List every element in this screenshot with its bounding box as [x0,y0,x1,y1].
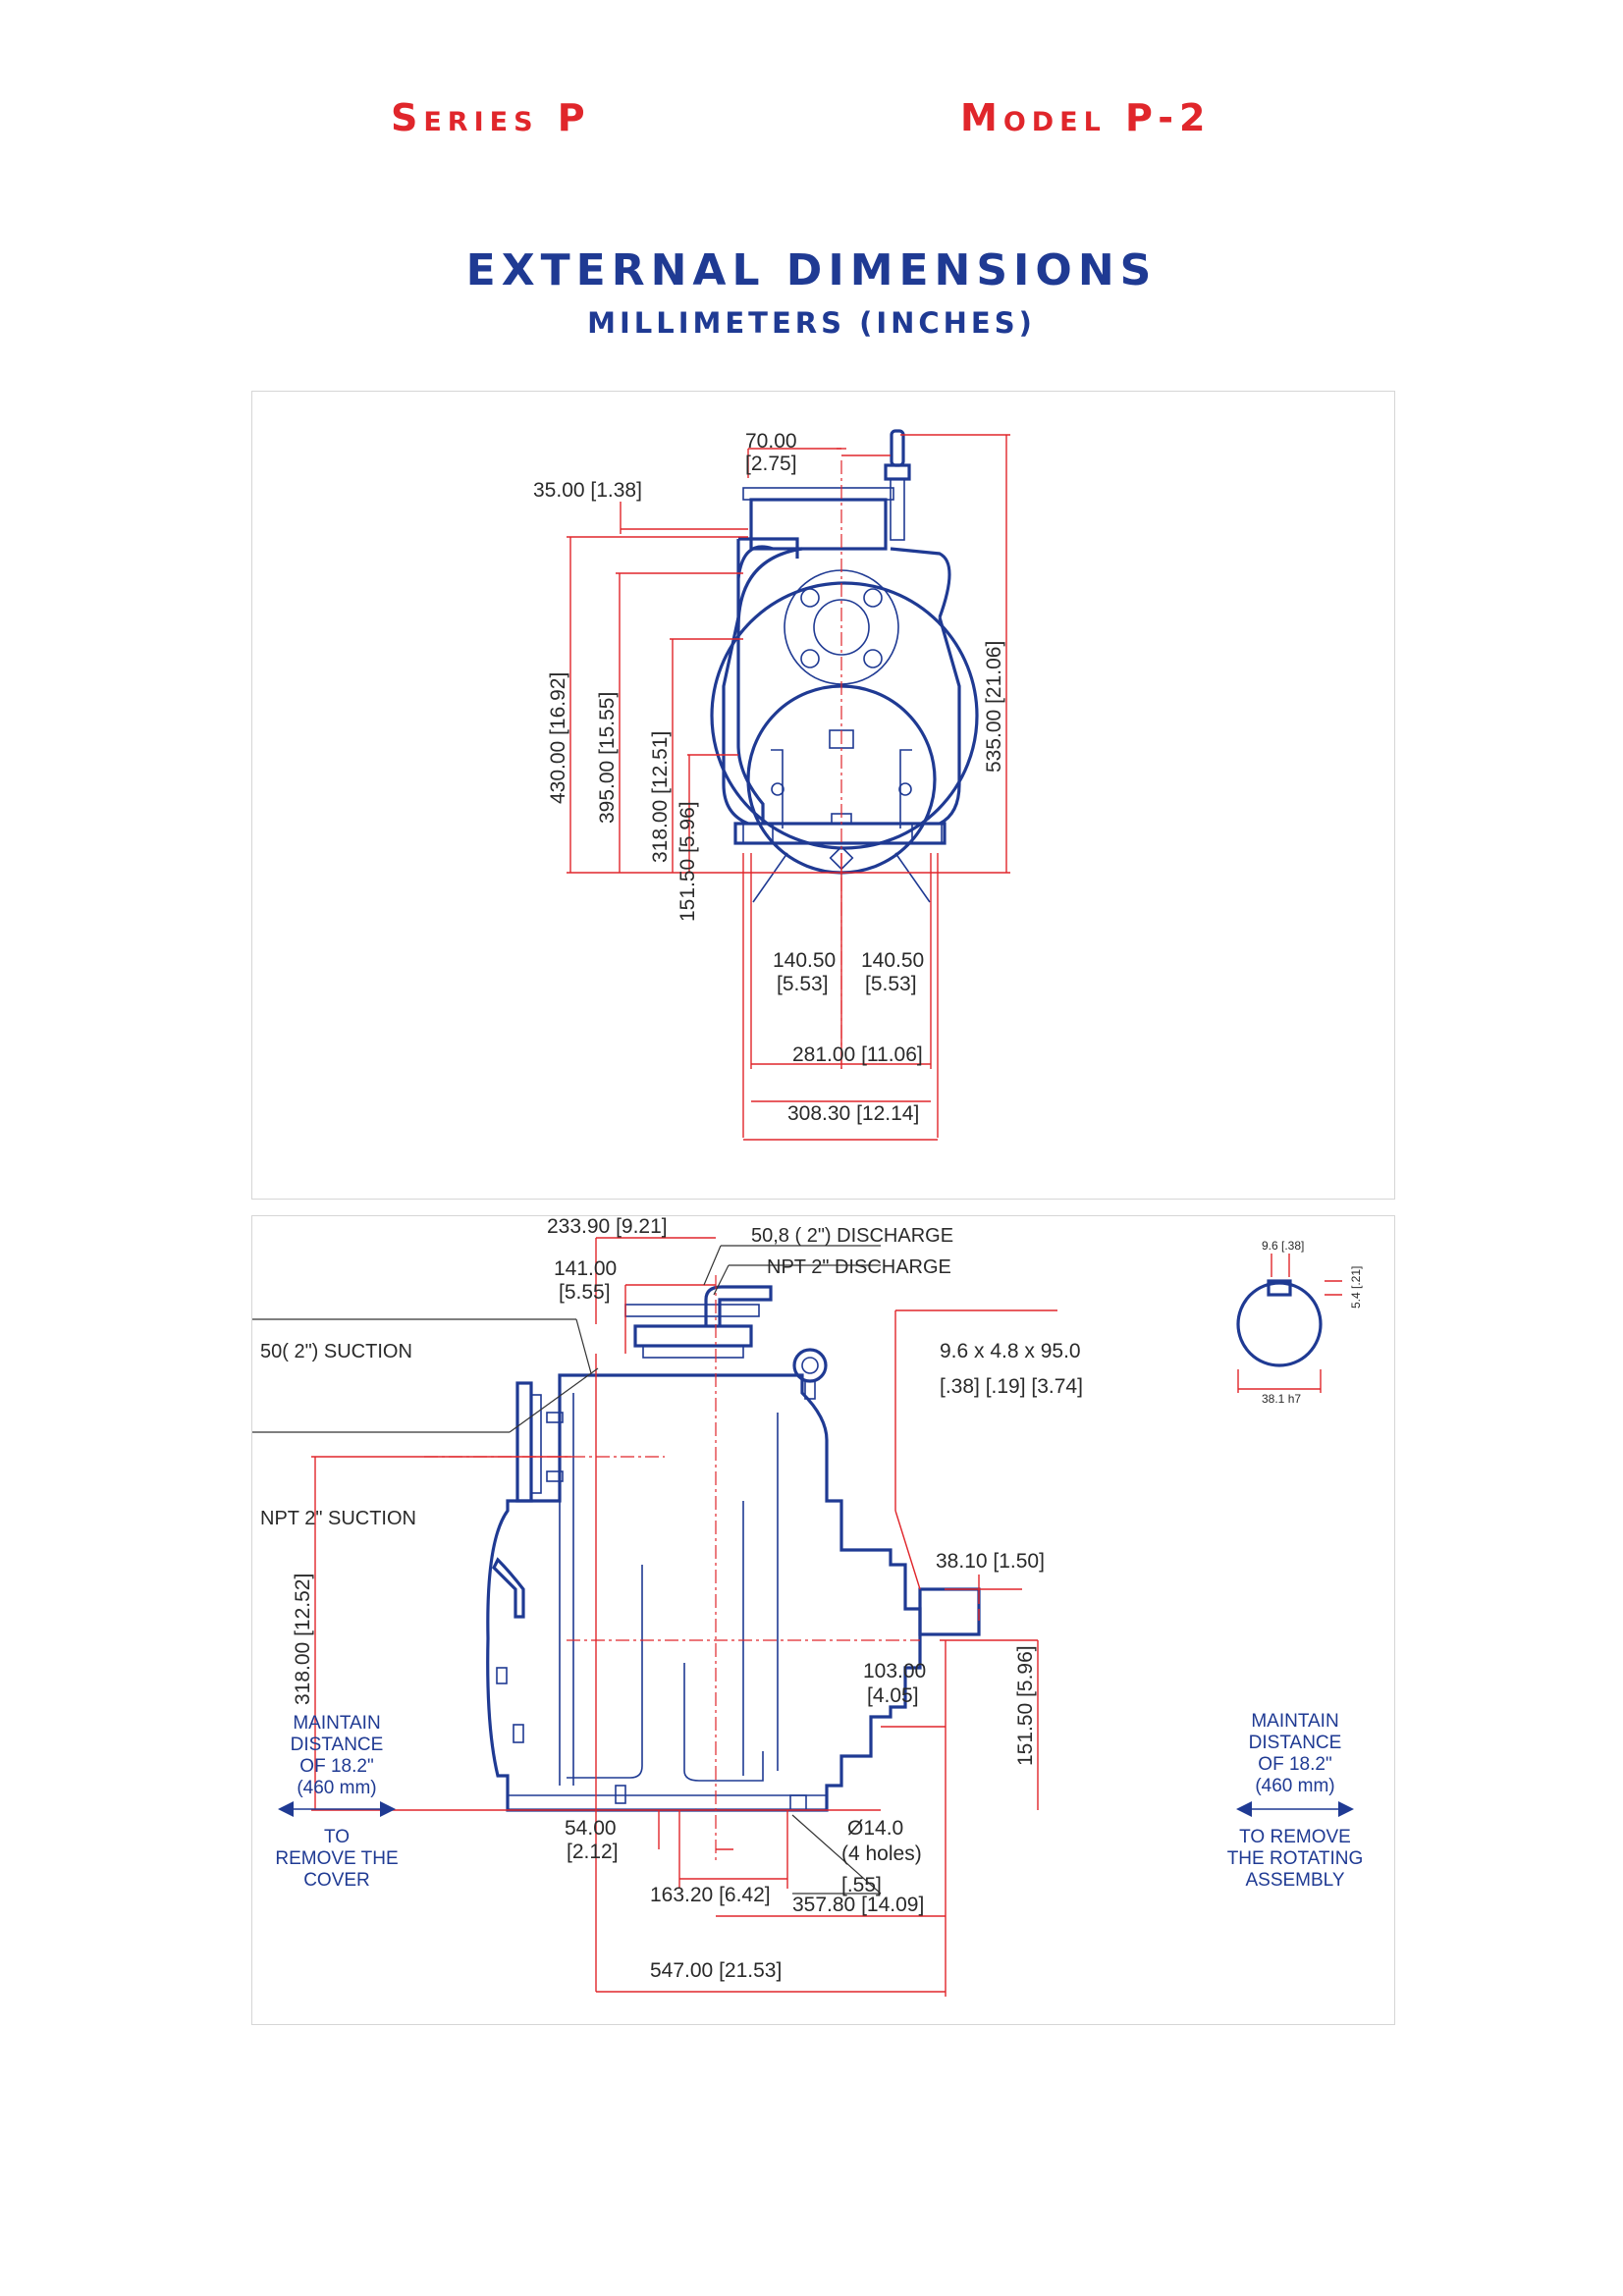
dim-151-side: 151.50 [5.96] [1014,1645,1037,1766]
dim-357: 357.80 [14.09] [792,1894,924,1916]
dim-70-in: [2.75] [745,453,797,475]
left-arrow-icon [278,1801,396,1817]
svg-text:DISTANCE: DISTANCE [291,1735,384,1755]
dim-395: 395.00 [15.55] [596,692,619,824]
svg-text:(460 mm): (460 mm) [1255,1776,1334,1796]
pump-front-outline [710,429,979,903]
shaft-diameter: 38.1 h7 [1262,1392,1301,1406]
dim-281: 281.00 [11.06] [792,1043,923,1066]
dim-35: 35.00 [1.38] [533,479,642,502]
front-view-drawing: 70.00 [2.75] 35.00 [1.38] 430.00 [16.92]… [533,429,1010,1141]
svg-text:(460 mm): (460 mm) [297,1778,376,1798]
svg-text:OF 18.2": OF 18.2" [1258,1754,1331,1775]
dim-141-in: [5.55] [559,1281,611,1304]
dim-547: 547.00 [21.53] [650,1959,782,1982]
shaft-key-width: 9.6 [.38] [1262,1239,1304,1253]
svg-text:TO REMOVE: TO REMOVE [1239,1827,1351,1847]
page-subtitle: MILLIMETERS (INCHES) [587,306,1036,340]
svg-text:OF 18.2": OF 18.2" [299,1756,373,1777]
dim-70: 70.00 [745,430,797,453]
dim-54: 54.00 [565,1817,617,1840]
front-dimension-lines [567,434,1010,1141]
right-maintenance-note: MAINTAIN DISTANCE OF 18.2" (460 mm) TO R… [1227,1711,1364,1891]
series-title: Series P [391,96,591,139]
dim-key: 9.6 x 4.8 x 95.0 [940,1340,1081,1362]
dim-key-in: [.38] [.19] [3.74] [940,1375,1083,1398]
svg-text:MAINTAIN: MAINTAIN [293,1713,380,1734]
shaft-key-height: 5.4 [.21] [1349,1266,1363,1308]
dim-hole: Ø14.0 [847,1817,903,1840]
dim-hole-in: [.55] [841,1874,882,1896]
leader-lines [252,1245,882,1895]
svg-text:ASSEMBLY: ASSEMBLY [1245,1870,1344,1891]
dim-140-right-in: [5.53] [865,973,917,995]
front-view-panel: 70.00 [2.75] 35.00 [1.38] 430.00 [16.92]… [251,391,1395,1200]
page-title: EXTERNAL DIMENSIONS [465,245,1158,295]
dim-140-left-in: [5.53] [777,973,829,995]
dim-hole-count: (4 holes) [841,1842,922,1865]
dim-38: 38.10 [1.50] [936,1550,1045,1573]
right-arrow-icon [1236,1801,1354,1817]
dim-318-side: 318.00 [12.52] [292,1574,314,1705]
dim-163: 163.20 [6.42] [650,1884,771,1906]
dim-54-in: [2.12] [567,1841,619,1863]
svg-text:DISTANCE: DISTANCE [1249,1733,1342,1753]
side-view-drawing: 9.6 [.38] 5.4 [.21] 38.1 h7 [252,1216,1364,1997]
label-suction-npt: NPT 2" SUCTION [260,1508,416,1529]
svg-text:COVER: COVER [303,1870,370,1891]
svg-text:REMOVE THE: REMOVE THE [275,1848,398,1869]
pump-side-outline [486,1285,981,1812]
dim-430: 430.00 [16.92] [547,672,569,804]
left-maintenance-note: MAINTAIN DISTANCE OF 18.2" (460 mm) TO R… [275,1713,398,1891]
dim-318: 318.00 [12.51] [649,731,672,863]
dim-535: 535.00 [21.06] [983,641,1005,773]
dim-140-right: 140.50 [861,949,924,972]
dim-141: 141.00 [554,1257,617,1280]
label-suction-50: 50( 2") SUCTION [260,1341,412,1362]
side-dimension-lines [311,1237,1057,1997]
dim-233: 233.90 [9.21] [547,1216,668,1238]
model-title: Model P-2 [960,96,1212,139]
label-discharge-npt: NPT 2" DISCHARGE [767,1256,951,1278]
shaft-key-detail [1236,1254,1342,1393]
dim-151: 151.50 [5.96] [676,801,699,922]
dim-140-left: 140.50 [773,949,836,972]
dim-103: 103.00 [863,1660,926,1682]
dim-308: 308.30 [12.14] [787,1102,919,1125]
svg-text:TO: TO [324,1827,350,1847]
svg-text:MAINTAIN: MAINTAIN [1251,1711,1338,1732]
svg-text:THE ROTATING: THE ROTATING [1227,1848,1364,1869]
side-view-panel: 9.6 [.38] 5.4 [.21] 38.1 h7 [251,1215,1395,2025]
label-discharge-508: 50,8 ( 2") DISCHARGE [751,1225,953,1247]
dim-103-in: [4.05] [867,1684,919,1707]
